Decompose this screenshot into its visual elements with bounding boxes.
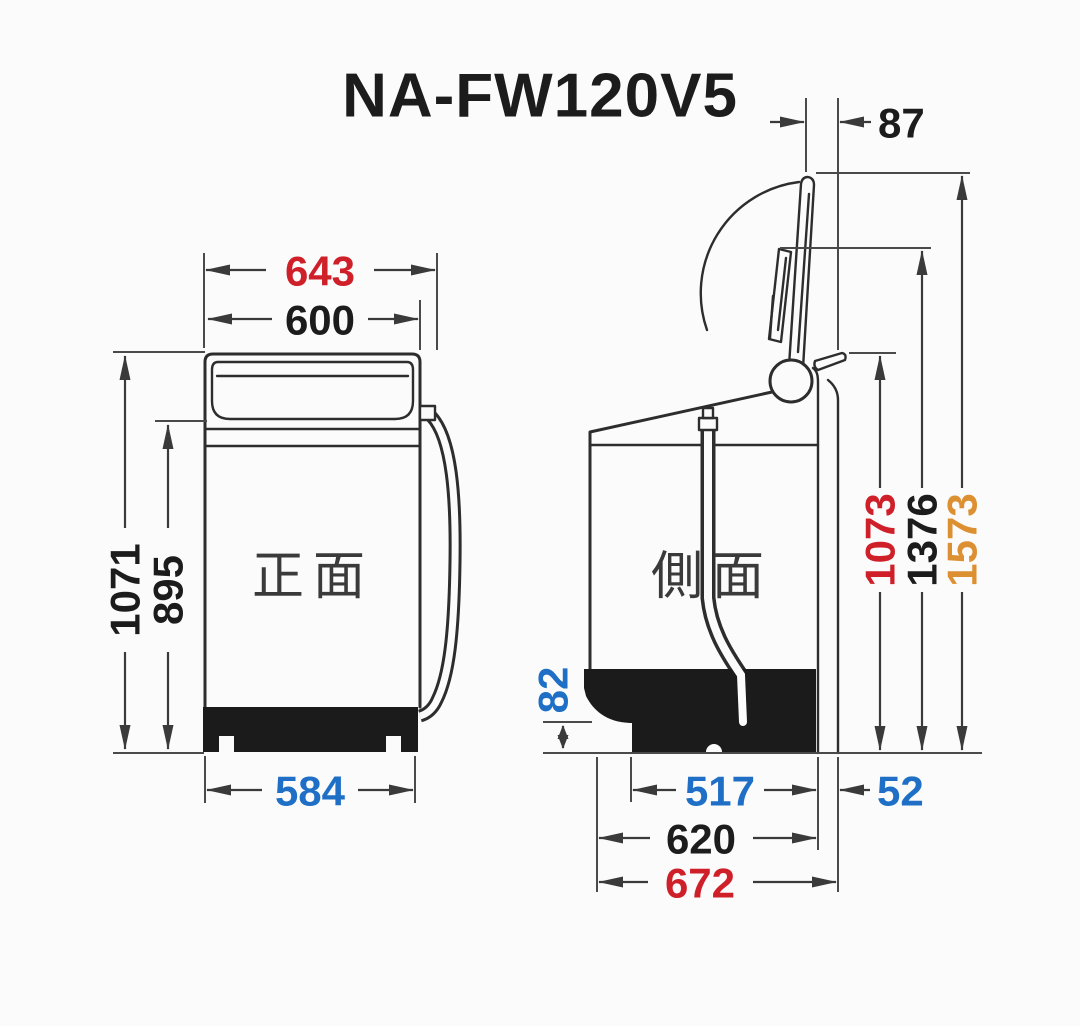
- open-lid-inner-edge: [768, 294, 775, 340]
- dim-back-protrusion: 52: [839, 768, 924, 815]
- svg-text:517: 517: [685, 768, 755, 815]
- front-view-label: 正面: [252, 548, 374, 606]
- svg-text:52: 52: [877, 768, 924, 815]
- side-drain-hose-inner: [704, 424, 747, 726]
- svg-text:87: 87: [878, 100, 925, 147]
- side-dimensions: 87 1573 1376 1073: [530, 98, 986, 907]
- svg-text:1573: 1573: [939, 493, 986, 586]
- front-base: [203, 707, 418, 752]
- dim-height-to-hinge: 1073: [849, 352, 904, 751]
- dim-height-lid-open: 1573: [816, 172, 986, 751]
- svg-text:895: 895: [145, 555, 192, 625]
- side-body-outline: [588, 390, 774, 672]
- svg-text:643: 643: [285, 248, 355, 295]
- hinge-latch: [813, 351, 847, 372]
- dim-body-depth: 620: [598, 816, 817, 863]
- svg-text:672: 672: [665, 860, 735, 907]
- dim-front-feet-width: 584: [204, 756, 416, 815]
- front-hose-fitting: [418, 404, 437, 422]
- dim-front-body-height: 895: [145, 420, 207, 750]
- svg-text:584: 584: [275, 768, 346, 815]
- dim-overall-depth: 672: [598, 860, 837, 907]
- front-view: 正面 643 600 107: [102, 248, 462, 815]
- dim-front-body-width: 600: [207, 297, 421, 350]
- svg-text:82: 82: [530, 667, 577, 714]
- front-body-outline: [203, 352, 422, 709]
- dim-base-clearance: 82: [530, 667, 592, 749]
- svg-text:1376: 1376: [899, 493, 946, 586]
- lid-hinge: [768, 358, 814, 404]
- svg-text:1073: 1073: [857, 493, 904, 586]
- svg-text:1071: 1071: [102, 543, 149, 636]
- front-lid-panel: [210, 360, 415, 421]
- front-dimensions: 643 600 1071 895: [102, 248, 438, 815]
- dim-front-overall-width: 643: [203, 248, 438, 350]
- open-lid-outer-detail: [796, 192, 811, 354]
- side-hose-cap: [697, 416, 719, 432]
- dim-front-overall-height: 1071: [102, 351, 205, 750]
- dim-lid-back-offset: 87: [770, 98, 925, 350]
- side-machine-drawing: 側面: [584, 175, 847, 755]
- dim-height-inner-lid: 1376: [780, 247, 946, 751]
- dim-feet-depth: 517: [632, 768, 817, 815]
- side-view: 側面 87 1573 137: [530, 98, 986, 907]
- svg-text:620: 620: [666, 816, 736, 863]
- svg-text:600: 600: [285, 297, 355, 344]
- side-hose-nub: [701, 406, 715, 420]
- open-lid-inner-detail: [776, 256, 788, 332]
- side-back-face: [811, 366, 820, 755]
- side-base: [584, 669, 816, 752]
- side-back-spine: [826, 378, 840, 755]
- open-lid-outer: [787, 175, 816, 370]
- front-drain-hose-inner: [418, 413, 459, 720]
- page-title: NA-FW120V5: [342, 62, 738, 131]
- side-view-label: 側面: [651, 548, 773, 606]
- front-machine-drawing: 正面: [203, 352, 462, 752]
- lid-swing-arc: [699, 180, 801, 332]
